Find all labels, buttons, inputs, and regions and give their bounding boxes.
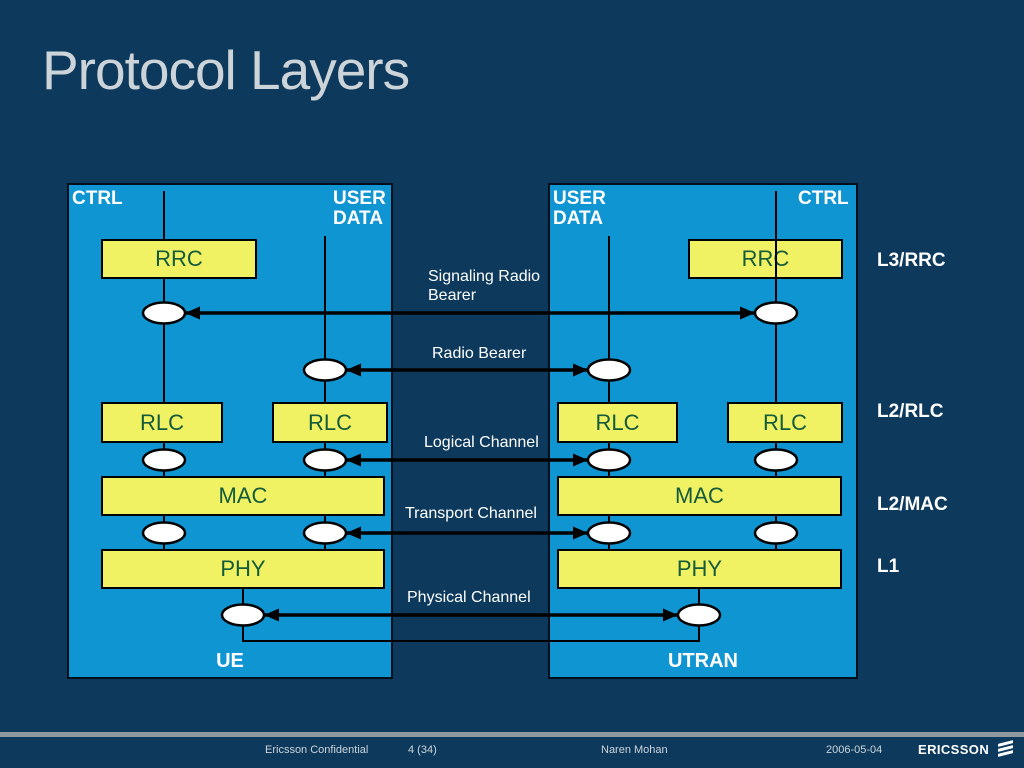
utran-rlc-user-box: RLC — [557, 402, 678, 443]
ericsson-logo-text: ERICSSON — [918, 742, 990, 757]
utran-mac-box: MAC — [557, 476, 842, 516]
layer-label-l2-rlc: L2/RLC — [877, 401, 944, 422]
utran-rrc-box: RRC — [688, 239, 843, 279]
ue-name-label: UE — [216, 650, 244, 672]
footer-divider — [0, 732, 1024, 737]
ue-rrc-box: RRC — [101, 239, 257, 279]
logical-channel-label: Logical Channel — [424, 434, 539, 451]
signaling-radio-bearer-label: Signaling Radio Bearer — [428, 268, 541, 304]
layer-label-l2-mac: L2/MAC — [877, 494, 948, 515]
ue-rlc-user-box: RLC — [272, 402, 388, 443]
footer-page-number: 4 (34) — [408, 744, 437, 756]
footer-author: Naren Mohan — [601, 744, 668, 756]
utran-rlc-ctrl-box: RLC — [727, 402, 843, 443]
ue-mac-box: MAC — [101, 476, 385, 516]
ue-phy-box: PHY — [101, 549, 385, 589]
footer-date: 2006-05-04 — [826, 744, 883, 756]
layer-label-l3-rrc: L3/RRC — [877, 250, 946, 271]
ue-rlc-ctrl-box: RLC — [101, 402, 223, 443]
layer-label-l1: L1 — [877, 556, 900, 577]
ue-user-data-label: USER DATA — [333, 188, 386, 229]
utran-ctrl-label: CTRL — [798, 188, 849, 209]
ericsson-logo-icon — [998, 740, 1015, 758]
utran-name-label: UTRAN — [668, 650, 738, 672]
physical-channel-label: Physical Channel — [407, 589, 531, 606]
page-title: Protocol Layers — [42, 39, 410, 101]
transport-channel-label: Transport Channel — [405, 505, 537, 522]
footer-confidentiality: Ericsson Confidential — [265, 744, 369, 756]
radio-bearer-label: Radio Bearer — [432, 345, 527, 362]
utran-user-data-label: USER DATA — [553, 188, 606, 229]
ue-ctrl-label: CTRL — [72, 188, 123, 209]
utran-phy-box: PHY — [557, 549, 842, 589]
